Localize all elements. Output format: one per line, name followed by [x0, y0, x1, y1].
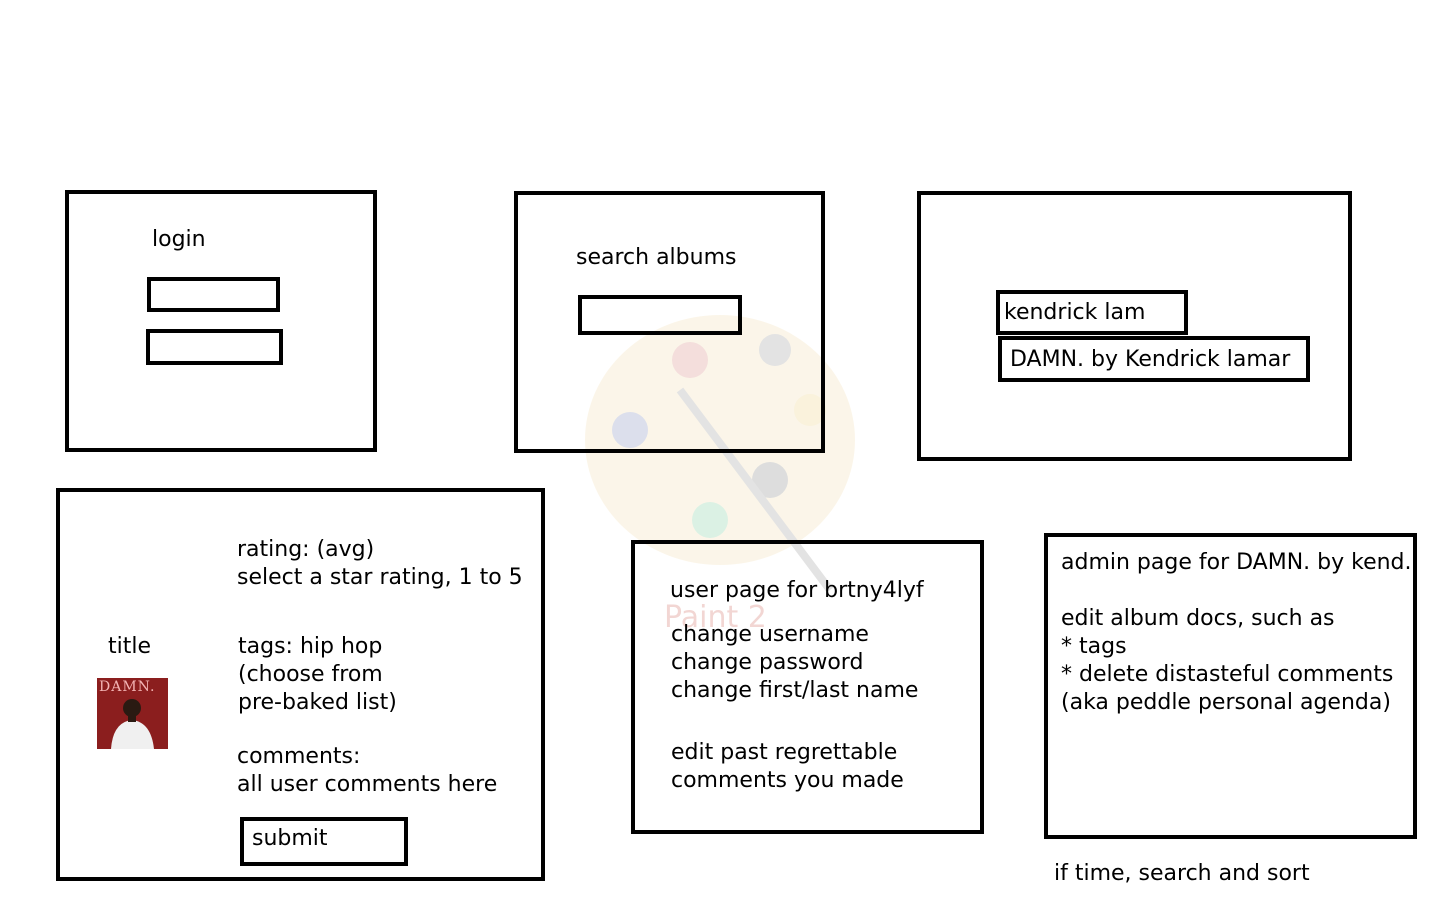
admin-page-heading: admin page for DAMN. by kend. [1061, 550, 1412, 575]
change-password-link[interactable]: change password [671, 650, 864, 675]
album-detail-panel [56, 488, 545, 881]
user-page-heading: user page for brtny4lyf [670, 578, 924, 603]
search-input[interactable] [578, 295, 742, 335]
submit-button[interactable]: submit [240, 817, 408, 866]
rating-average: rating: (avg) [237, 537, 375, 562]
password-field[interactable] [146, 329, 283, 365]
admin-item-tags[interactable]: * tags [1061, 634, 1127, 659]
submit-button-label: submit [252, 826, 328, 851]
admin-item-delete-comments[interactable]: * delete distasteful comments [1061, 662, 1394, 687]
tags-line-2: (choose from [238, 662, 383, 687]
album-cover: DAMN. [97, 678, 168, 749]
user-page-panel [631, 540, 984, 834]
search-results-panel [917, 191, 1352, 461]
tags-line-3: pre-baked list) [238, 690, 397, 715]
star-rating-select[interactable]: select a star rating, 1 to 5 [237, 565, 523, 590]
album-cover-title: DAMN. [99, 679, 156, 695]
admin-item-note: (aka peddle personal agenda) [1061, 690, 1391, 715]
search-heading: search albums [576, 245, 737, 270]
change-name-link[interactable]: change first/last name [671, 678, 919, 703]
comments-list: all user comments here [237, 772, 498, 797]
edit-comments-link-line-2[interactable]: comments you made [671, 768, 904, 793]
admin-intro: edit album docs, such as [1061, 606, 1335, 631]
username-field[interactable] [147, 277, 280, 312]
comments-heading: comments: [237, 744, 361, 769]
footnote: if time, search and sort [1054, 861, 1310, 886]
album-cover-art [111, 699, 154, 749]
search-result-text: DAMN. by Kendrick lamar [1010, 347, 1291, 372]
search-query-text: kendrick lam [1004, 300, 1146, 325]
search-query-field[interactable] [996, 290, 1188, 335]
album-title: title [108, 634, 152, 659]
login-panel [65, 190, 377, 452]
admin-page-panel [1044, 533, 1417, 839]
login-heading: login [152, 227, 206, 252]
edit-comments-link[interactable]: edit past regrettable [671, 740, 898, 765]
change-username-link[interactable]: change username [671, 622, 869, 647]
search-panel [514, 191, 825, 453]
tags-line-1[interactable]: tags: hip hop [238, 634, 383, 659]
search-result-item[interactable] [998, 336, 1310, 382]
